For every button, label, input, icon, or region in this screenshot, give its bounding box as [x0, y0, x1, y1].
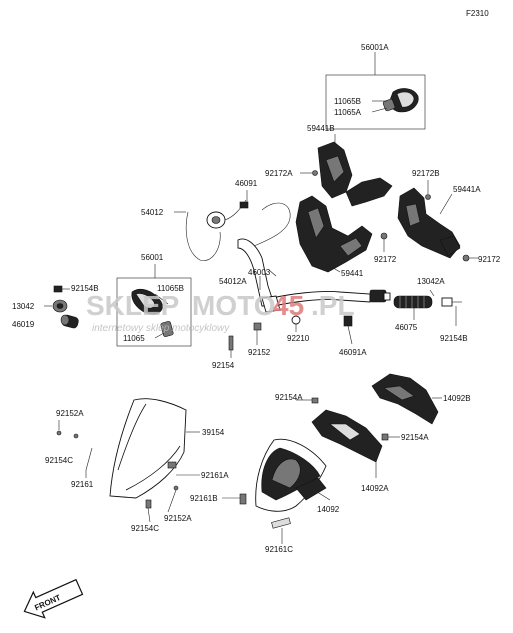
- throttle-cable-54012: [174, 202, 291, 261]
- inner-cover-59441: [295, 195, 373, 273]
- watermark-part2: MOTO: [192, 290, 275, 321]
- watermark-part4: .PL: [311, 290, 355, 321]
- label-92172-right: 92172: [478, 255, 501, 264]
- label-56001A: 56001A: [361, 43, 389, 52]
- label-11065B-left: 11065B: [157, 284, 184, 293]
- panel-14092A: [311, 409, 383, 478]
- label-92154C-bot: 92154C: [131, 524, 159, 533]
- label-92152A-bot: 92152A: [164, 514, 192, 523]
- cowling-14092: [255, 438, 331, 512]
- bolt-92154B-left: [53, 285, 70, 293]
- label-92161A: 92161A: [201, 471, 229, 480]
- washer-92152A-top: [56, 430, 62, 436]
- label-46091A: 46091A: [339, 348, 367, 357]
- label-92172A: 92172A: [265, 169, 293, 178]
- grip-46019: [60, 314, 79, 329]
- inner-cover-59441B: [317, 134, 393, 207]
- mirror-assembly-left: [116, 264, 192, 347]
- weight-13042: [52, 299, 68, 313]
- watermark-tagline: internetowy sklep motocyklowy: [92, 323, 230, 334]
- label-92154C-top: 92154C: [45, 456, 73, 465]
- watermark-part3: 45: [273, 290, 304, 321]
- washer-92154C-top: [73, 433, 79, 439]
- label-92154B-right: 92154B: [440, 334, 468, 343]
- label-13042: 13042: [12, 302, 35, 311]
- clip-92172B: [425, 194, 431, 200]
- label-92210: 92210: [287, 334, 310, 343]
- clip-92172-left: [380, 232, 388, 240]
- label-92154B-left: 92154B: [71, 284, 99, 293]
- label-14092A: 14092A: [361, 484, 389, 493]
- bracket-92161: [85, 447, 93, 471]
- end-weight-right: [441, 297, 462, 326]
- bolt-92152: [253, 322, 262, 331]
- label-56001: 56001: [141, 253, 164, 262]
- label-92154A-top: 92154A: [275, 393, 303, 402]
- nut-92161A: [167, 461, 177, 469]
- label-92161B: 92161B: [190, 494, 218, 503]
- handlebar-46003: [237, 238, 371, 313]
- label-46019: 46019: [12, 320, 35, 329]
- label-92152: 92152: [248, 348, 271, 357]
- clip-92172-right: [462, 254, 470, 262]
- washer-92152A-bot: [173, 485, 179, 491]
- bolt-92154: [228, 335, 234, 351]
- label-11065B-top: 11065B: [334, 97, 361, 106]
- watermark: SKLEP MOTO 45 .PL internetowy sklep moto…: [86, 290, 355, 334]
- label-11065A-top: 11065A: [334, 108, 362, 117]
- watermark-part1: SKLEP: [86, 290, 179, 321]
- label-92154A-mid: 92154A: [401, 433, 429, 442]
- mirror-assembly-right: [325, 52, 426, 130]
- grip-46075: [393, 295, 433, 320]
- mirror-right: [382, 88, 419, 113]
- label-92152A-top: 92152A: [56, 409, 84, 418]
- panel-14092B: [371, 373, 442, 425]
- trim-92161C: [271, 517, 291, 529]
- switch-46091: [206, 190, 249, 229]
- label-92172-left: 92172: [374, 255, 397, 264]
- front-arrow-icon: FRONT: [23, 578, 84, 619]
- label-46075: 46075: [395, 323, 418, 332]
- label-46091: 46091: [235, 179, 258, 188]
- bolt-92154A-mid: [381, 433, 389, 441]
- label-14092B: 14092B: [443, 394, 471, 403]
- inner-cover-59441A: [397, 187, 461, 259]
- label-92172B: 92172B: [412, 169, 440, 178]
- label-92161C: 92161C: [265, 545, 293, 554]
- label-54012A: 54012A: [219, 277, 247, 286]
- label-54012: 54012: [141, 208, 164, 217]
- label-46003: 46003: [248, 268, 271, 277]
- diagram-code: F2310: [466, 9, 489, 18]
- bolt-92154A-top: [311, 397, 319, 404]
- label-39154: 39154: [202, 428, 225, 437]
- bracket-92161B: [239, 493, 247, 505]
- bolt-92154C-bot: [145, 499, 152, 509]
- label-59441A: 59441A: [453, 185, 481, 194]
- label-59441: 59441: [341, 269, 364, 278]
- windshield-39154: [109, 398, 200, 499]
- label-11065: 11065: [123, 334, 145, 343]
- mirror-left: [131, 288, 174, 337]
- label-13042A: 13042A: [417, 277, 445, 286]
- label-92154: 92154: [212, 361, 235, 370]
- clip-92172A: [312, 170, 318, 176]
- label-14092: 14092: [317, 505, 340, 514]
- label-92161: 92161: [71, 480, 94, 489]
- label-59441B: 59441B: [307, 124, 335, 133]
